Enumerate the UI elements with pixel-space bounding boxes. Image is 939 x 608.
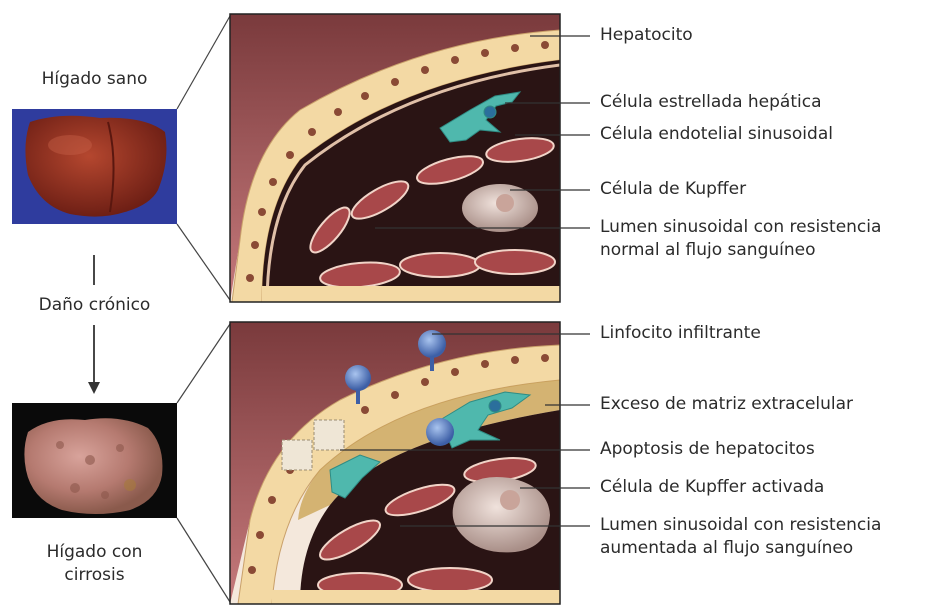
label-lymphocyte: Linfocito infiltrante [600,322,761,345]
zoom-lines [177,16,230,602]
cirrhotic-sinusoid-illustration [230,322,560,604]
cirrhosis-label-line1: Hígado con [12,541,177,564]
label-kupffer-activated: Célula de Kupffer activada [600,476,824,499]
label-lumen-increased-line1: Lumen sinusoidal con resistencia [600,514,881,537]
label-lumen-increased-line2: aumentada al flujo sanguíneo [600,537,853,560]
progression-arrowhead [88,382,100,394]
label-kupffer-cell: Célula de Kupffer [600,178,746,201]
healthy-liver-label: Hígado sano [12,68,177,91]
label-lumen-normal-line1: Lumen sinusoidal con resistencia [600,216,881,239]
label-apoptosis: Apoptosis de hepatocitos [600,438,815,461]
healthy-sinusoid-illustration [230,14,560,302]
label-lumen-normal-line2: normal al flujo sanguíneo [600,239,816,262]
chronic-damage-label: Daño crónico [12,294,177,317]
label-endothelial-cell: Célula endotelial sinusoidal [600,123,833,146]
label-hepatocyte: Hepatocito [600,24,693,47]
cirrhosis-label-line2: cirrosis [12,564,177,587]
cirrhotic-liver-photo [12,403,177,518]
label-stellate-cell: Célula estrellada hepática [600,91,822,114]
healthy-liver-photo [12,109,177,224]
label-ecm-excess: Exceso de matriz extracelular [600,393,853,416]
